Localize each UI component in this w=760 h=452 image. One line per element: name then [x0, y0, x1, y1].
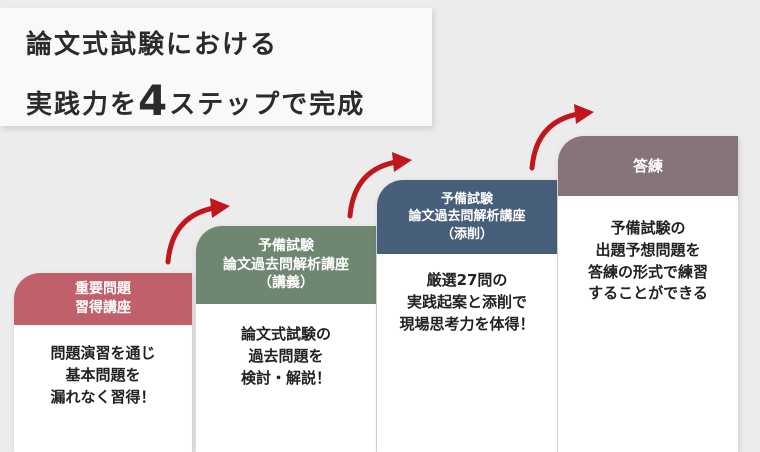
step-1-desc-line: 問題演習を通じ	[50, 344, 156, 362]
step-4-desc-line: 出題予想問題を	[595, 240, 701, 259]
step-1-description: 問題演習を通じ 基本問題を 漏れなく習得！	[14, 343, 192, 408]
step-1-title-line: 習得講座	[75, 300, 131, 316]
step-card-3: 予備試験 論文過去問解析講座 （添削） 厳選27問の 実践起案と添削で 現場思考…	[377, 180, 557, 452]
step-4-desc-line: することができる	[588, 284, 708, 303]
step-4-desc-line: 予備試験の	[610, 219, 686, 237]
step-card-1: 重要問題 習得講座 問題演習を通じ 基本問題を 漏れなく習得！	[14, 273, 192, 452]
headline-step-count: 4	[138, 76, 170, 125]
step-1-title: 重要問題 習得講座	[14, 273, 192, 325]
step-card-2: 予備試験 論文過去問解析講座 （講義） 論文式試験の 過去問題を 検討・解説！	[196, 226, 376, 452]
headline-line1: 論文式試験における	[26, 30, 279, 60]
step-3-title-line: 論文過去問解析講座	[408, 209, 526, 225]
step-3-title-line: 予備試験	[440, 191, 493, 207]
arrow-curved-up-right-icon	[347, 152, 412, 219]
step-3-desc-line: 厳選27問の	[426, 271, 508, 289]
step-4-title: 答練	[558, 136, 738, 196]
step-3-title: 予備試験 論文過去問解析講座 （添削）	[377, 180, 557, 254]
headline-line2: 実践力を4ステップで完成	[26, 74, 366, 125]
step-4-description: 予備試験の 出題予想問題を 答練の形式で練習 することができる	[558, 218, 738, 305]
step-2-description: 論文式試験の 過去問題を 検討・解説！	[196, 324, 376, 389]
step-2-desc-line: 検討・解説！	[240, 368, 331, 387]
arrow-curved-up-right-icon	[165, 198, 230, 265]
step-2-title-line: （講義）	[258, 275, 314, 292]
step-2-title-line: 予備試験	[258, 237, 314, 254]
arrow-curved-up-right-icon	[529, 104, 594, 171]
step-2-desc-line: 論文式試験の	[240, 325, 331, 343]
step-card-4: 答練 予備試験の 出題予想問題を 答練の形式で練習 することができる	[558, 136, 738, 452]
step-4-desc-line: 答練の形式で練習	[587, 262, 708, 281]
step-4-title-line: 答練	[632, 156, 663, 175]
step-1-title-line: 重要問題	[75, 281, 131, 298]
step-2-desc-line: 過去問題を	[248, 346, 324, 365]
step-2-title-line: 論文過去問解析講座	[223, 256, 349, 273]
headline-line2-post: ステップで完成	[169, 90, 366, 120]
step-3-desc-line: 現場思考力を体得！	[399, 314, 535, 333]
headline-line2-pre: 実践力を	[26, 90, 139, 120]
step-1-desc-line: 漏れなく習得！	[50, 387, 156, 406]
step-3-description: 厳選27問の 実践起案と添削で 現場思考力を体得！	[377, 270, 557, 335]
step-1-desc-line: 基本問題を	[65, 365, 141, 384]
step-3-desc-line: 実践起案と添削で	[406, 292, 527, 311]
headline-box: 論文式試験における 実践力を4ステップで完成	[0, 8, 432, 126]
step-3-title-line: （添削）	[440, 226, 493, 242]
step-2-title: 予備試験 論文過去問解析講座 （講義）	[196, 226, 376, 304]
